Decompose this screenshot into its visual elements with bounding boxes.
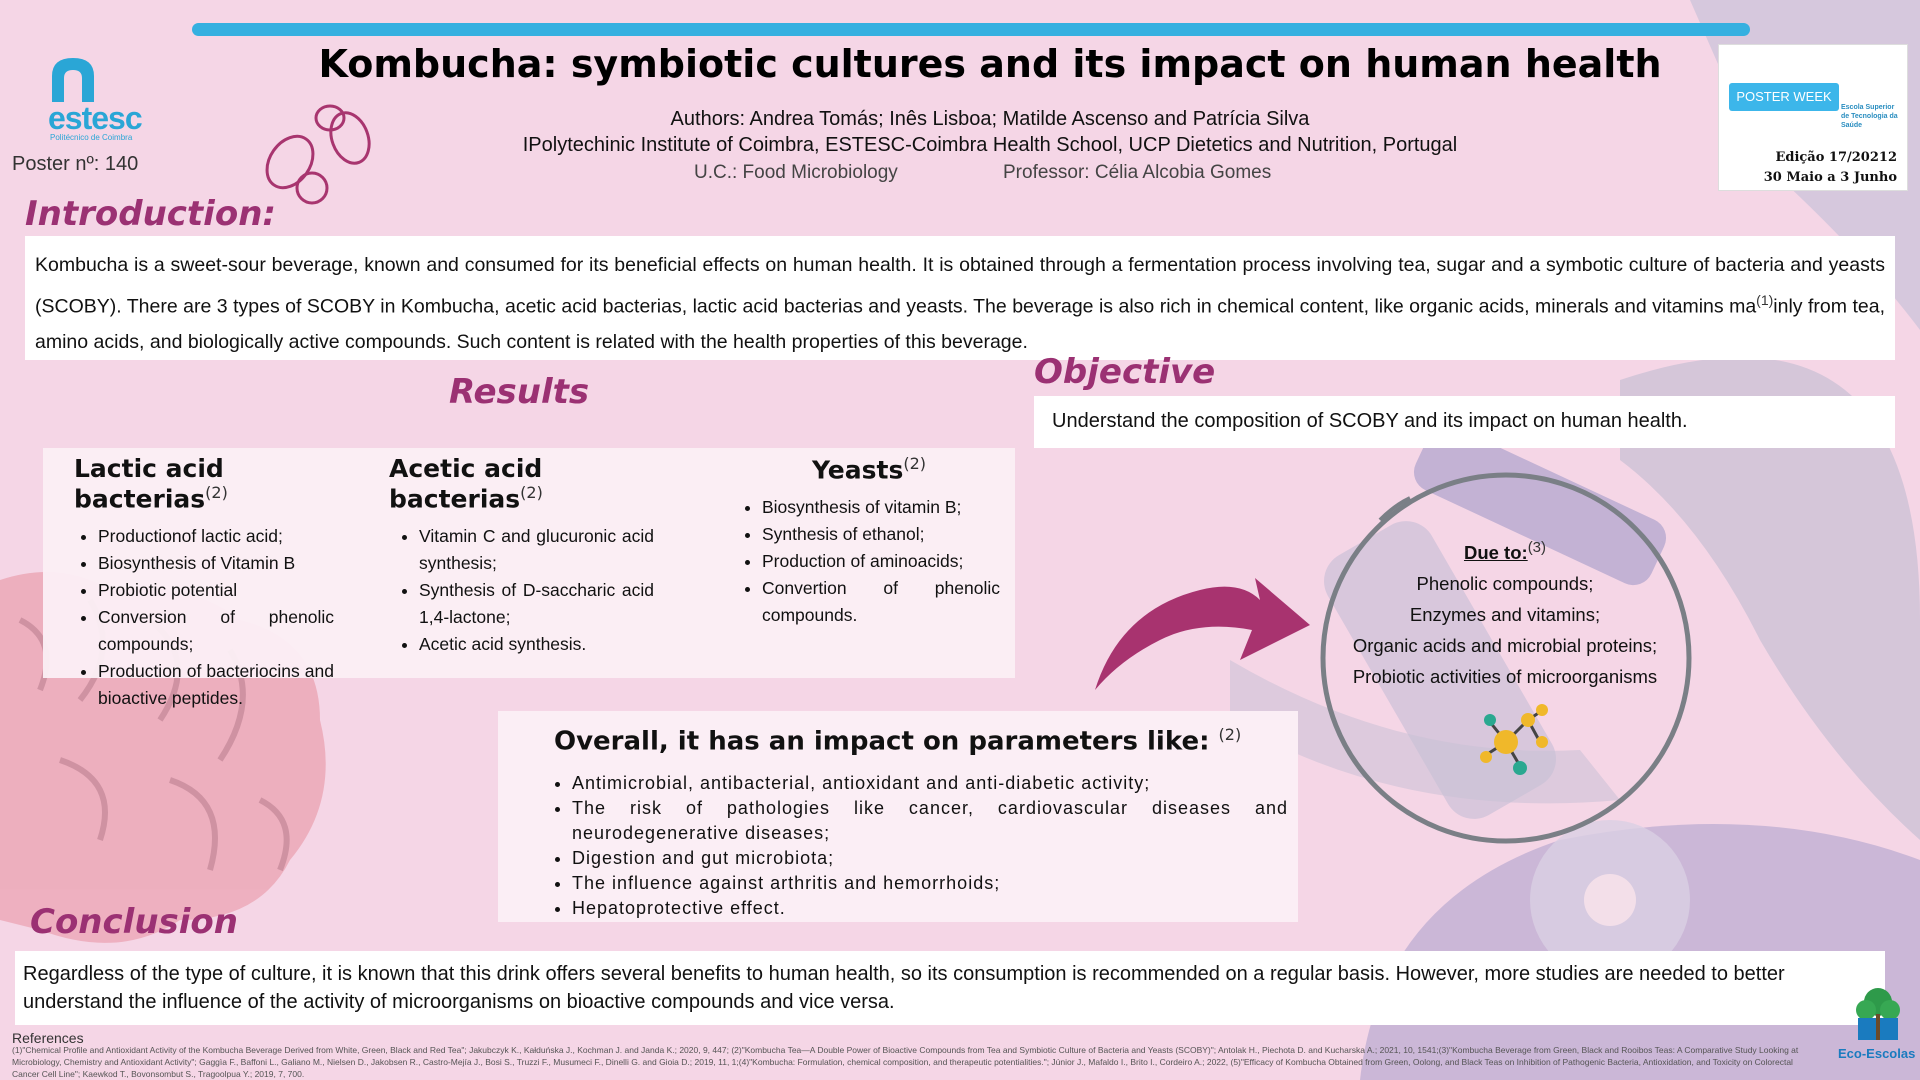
professor: Professor: Célia Alcobia Gomes xyxy=(1003,162,1272,183)
due-to-heading: Due to: xyxy=(1463,542,1528,564)
molecule-icon xyxy=(1480,704,1548,775)
eco-escolas-logo-icon xyxy=(1856,988,1900,1040)
objective-heading: Objective xyxy=(1034,352,1216,392)
microscope-tube-shape xyxy=(1413,424,1667,586)
page-title: Kombucha: symbiotic cultures and its imp… xyxy=(318,42,1662,86)
list-item: Digestion and gut microbiota; xyxy=(572,846,1288,871)
list-item: Probiotic potential xyxy=(98,577,334,604)
poster-week-edition: Edição 17/20212 30 Maio a 3 Junho xyxy=(1763,150,1897,185)
estesc-logo-text: estesc xyxy=(48,100,143,136)
list-item: The influence against arthritis and hemo… xyxy=(572,871,1288,896)
overall-heading: Overall, it has an impact on parameters … xyxy=(554,725,1242,757)
results-heading: Results xyxy=(449,372,590,412)
list-item: Probiotic activities of microorganisms xyxy=(1352,666,1658,688)
list-item: Production of aminoacids; xyxy=(762,548,1000,575)
list-item: Enzymes and vitamins; xyxy=(1409,604,1601,626)
list-item: Convertion of phenolic compounds. xyxy=(762,575,1000,629)
results-column-acetic: Acetic acid bacterias(2) Vitamin C and g… xyxy=(389,454,654,658)
due-to-list: Due to:(3) Phenolic compounds; Enzymes a… xyxy=(1320,532,1690,692)
introduction-text: Kombucha is a sweet-sour beverage, known… xyxy=(25,236,1895,360)
list-item: Productionof lactic acid; xyxy=(98,523,334,550)
introduction-heading: Introduction: xyxy=(25,194,276,234)
list-item: Antimicrobial, antibacterial, antioxidan… xyxy=(572,771,1288,796)
list-item: Production of bacteriocins and bioactive… xyxy=(98,658,334,712)
authors: Authors: Andrea Tomás; Inês Lisboa; Mati… xyxy=(670,108,1310,130)
poster-week-badge: POSTER WEEK xyxy=(1729,83,1839,111)
references-text: (1)"Chemical Profile and Antioxidant Act… xyxy=(12,1045,1799,1079)
poster-week-logo: POSTER WEEK Escola Superior de Tecnologi… xyxy=(1718,44,1908,191)
estesc-logo-icon xyxy=(52,58,94,102)
objective-text: Understand the composition of SCOBY and … xyxy=(1034,396,1895,448)
top-accent-bar xyxy=(192,23,1750,36)
bacteria-icon xyxy=(265,104,371,205)
poster-number: Poster nº: 140 xyxy=(12,153,139,175)
list-item: Biosynthesis of Vitamin B xyxy=(98,550,334,577)
magnifier-circle-shape xyxy=(1320,472,1692,844)
estesc-logo-subtitle: Politécnico de Coimbra xyxy=(50,133,133,142)
results-column-lactic: Lactic acid bacterias(2) Productionof la… xyxy=(74,454,334,712)
conclusion-heading: Conclusion xyxy=(30,902,238,942)
conclusion-text: Regardless of the type of culture, it is… xyxy=(15,951,1885,1025)
list-item: Hepatoprotective effect. xyxy=(572,896,1288,921)
list-item: Synthesis of ethanol; xyxy=(762,521,1000,548)
list-item: Organic acids and microbial proteins; xyxy=(1352,635,1658,657)
results-column-yeasts: Yeasts(2) Biosynthesis of vitamin B; Syn… xyxy=(738,454,1000,629)
list-item: The risk of pathologies like cancer, car… xyxy=(572,796,1288,846)
overall-impact-panel: Overall, it has an impact on parameters … xyxy=(498,711,1298,922)
course-unit: U.C.: Food Microbiology xyxy=(694,162,898,183)
arrow-icon xyxy=(1095,578,1310,690)
eco-escolas-logo-text: Eco-Escolas xyxy=(1838,1046,1916,1061)
results-panel xyxy=(43,448,1015,678)
list-item: Phenolic compounds; xyxy=(1416,573,1594,595)
list-item: Synthesis of D-saccharic acid 1,4-lacton… xyxy=(419,577,654,631)
list-item: Acetic acid synthesis. xyxy=(419,631,654,658)
references-heading: References xyxy=(12,1030,84,1046)
list-item: Vitamin C and glucuronic acid synthesis; xyxy=(419,523,654,577)
list-item: Biosynthesis of vitamin B; xyxy=(762,494,1000,521)
poster-week-school: Escola Superior de Tecnologia da Saúde xyxy=(1841,104,1898,129)
list-item: Conversion of phenolic compounds; xyxy=(98,604,334,658)
institution: IPolytechinic Institute of Coimbra, ESTE… xyxy=(522,134,1458,156)
microscope-stand-shape xyxy=(1620,357,1920,840)
